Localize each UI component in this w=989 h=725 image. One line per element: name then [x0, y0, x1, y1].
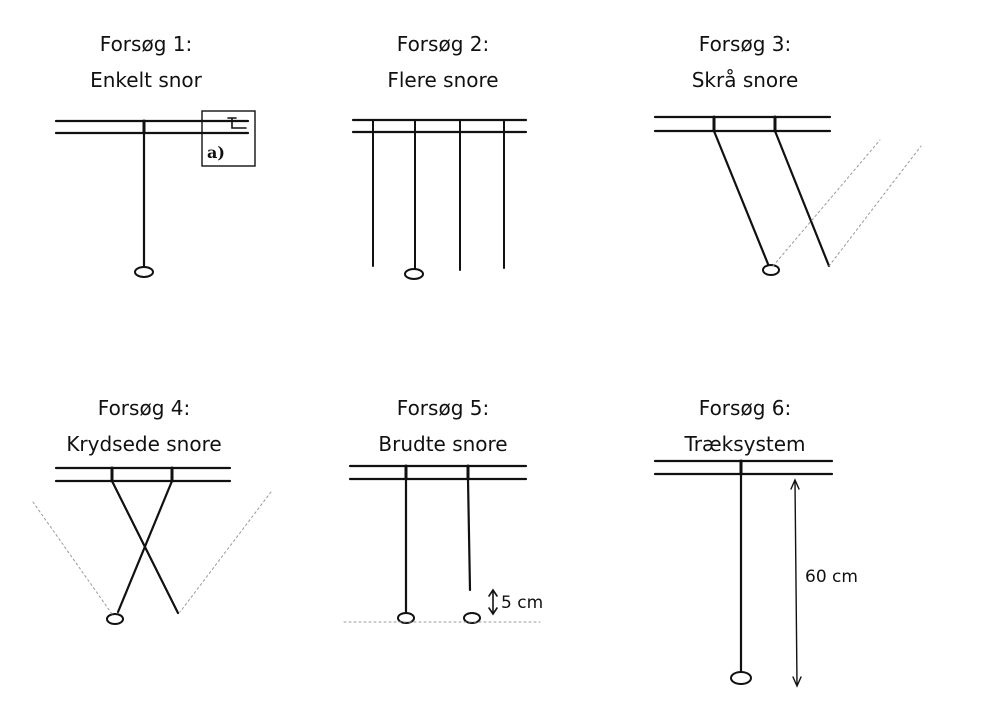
experiment-3-subtitle: Skrå snore [691, 68, 799, 92]
weight [404, 268, 424, 280]
weight [730, 671, 752, 685]
weight [762, 264, 780, 276]
string [712, 129, 770, 266]
length-arrow [794, 481, 798, 685]
experiment-4-subtitle: Krydsede snore [66, 432, 222, 456]
experiment-2-title: Forsøg 2: [396, 32, 490, 56]
length-arrow-head-bottom [792, 676, 802, 688]
experiment-6-subtitle: Træksystem [684, 432, 806, 456]
experiment-1-figure [54, 110, 256, 278]
experiment-2-subtitle: Flere snore [387, 68, 499, 92]
inset-detail [227, 117, 247, 129]
experiment-3-heading: Forsøg 3: Skrå snore [615, 26, 875, 98]
experiment-5-figure [343, 464, 541, 624]
experiment-3-title: Forsøg 3: [698, 32, 792, 56]
string [773, 129, 831, 268]
weight [397, 612, 415, 624]
length-label: 60 cm [805, 567, 858, 587]
experiment-1-heading: Forsøg 1: Enkelt snor [16, 26, 276, 98]
experiment-1-subtitle: Enkelt snor [90, 68, 202, 92]
length-arrow-head-top [790, 478, 800, 490]
inset-label: a) [207, 143, 225, 162]
weight [463, 612, 481, 624]
experiment-3-figure [653, 115, 922, 276]
gap-label: 5 cm [501, 593, 544, 613]
weight [106, 613, 124, 625]
experiment-2-heading: Forsøg 2: Flere snore [313, 26, 573, 98]
inset-box [201, 110, 256, 167]
experiment-5-heading: Forsøg 5: Brudte snore [313, 390, 573, 462]
guide-line [179, 491, 272, 613]
experiment-4-title: Forsøg 4: [97, 396, 191, 420]
experiment-2-figure [351, 118, 528, 280]
experiment-5-subtitle: Brudte snore [378, 432, 508, 456]
experiment-6-heading: Forsøg 6: Træksystem [615, 390, 875, 462]
guide-line [828, 145, 922, 267]
guide-line [32, 501, 113, 615]
weight [134, 266, 154, 278]
experiment-6-title: Forsøg 6: [698, 396, 792, 420]
experiment-4-figure [32, 466, 272, 625]
gap-arrow-head [488, 588, 498, 616]
experiment-5-title: Forsøg 5: [396, 396, 490, 420]
string [466, 477, 472, 592]
guide-line [772, 139, 881, 267]
experiment-1-title: Forsøg 1: [99, 32, 193, 56]
string [116, 479, 174, 614]
experiment-6-figure [653, 459, 834, 688]
experiment-4-heading: Forsøg 4: Krydsede snore [14, 390, 274, 462]
